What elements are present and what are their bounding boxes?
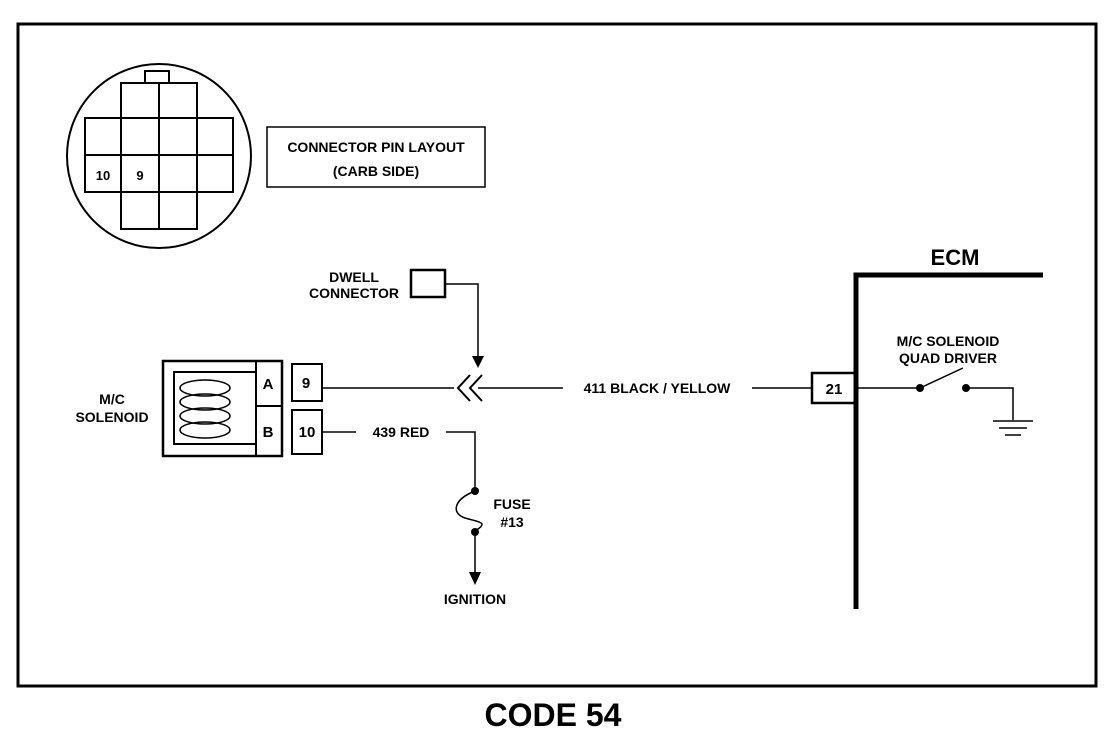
wire-439-label: 439 RED — [373, 424, 430, 440]
wire-411-label: 411 BLACK / YELLOW — [584, 380, 732, 396]
dwell-connector-wire — [445, 283, 479, 358]
solenoid-terminal-b: B — [263, 424, 274, 441]
mc-solenoid: M/C SOLENOID A B — [75, 359, 284, 458]
fuse-label-line1: FUSE — [493, 496, 530, 512]
fuse-13: FUSE #13 IGNITION — [444, 487, 531, 607]
ecm-label: ECM — [931, 245, 980, 270]
ecm-pin-21-label: 21 — [826, 381, 843, 398]
connector-caption-line2: (CARB SIDE) — [333, 163, 419, 179]
harness-pin-10-label: 10 — [299, 424, 316, 441]
solenoid-terminal-a: A — [263, 376, 274, 393]
quad-driver-label-line1: M/C SOLENOID — [897, 333, 1000, 349]
harness-connector: 9 10 — [291, 363, 323, 455]
harness-pin-9-box — [291, 363, 323, 402]
fuse-label-line2: #13 — [500, 514, 524, 530]
connector-caption-line1: CONNECTOR PIN LAYOUT — [287, 139, 465, 155]
solenoid-coil-icon — [179, 379, 231, 439]
solenoid-label-line1: M/C — [99, 391, 125, 407]
solenoid-label-line2: SOLENOID — [75, 409, 148, 425]
diagram-caption: CODE 54 — [485, 697, 622, 733]
connector-key-tab — [144, 70, 170, 84]
connector-outline — [66, 63, 252, 249]
harness-pin-9-label: 9 — [302, 375, 310, 392]
dwell-wire-arrowhead — [472, 356, 484, 368]
ecm-boundary — [853, 272, 1043, 609]
quad-driver-label-line2: QUAD DRIVER — [899, 350, 997, 366]
dwell-connector-box — [409, 268, 447, 299]
wire-411: 411 BLACK / YELLOW — [322, 374, 812, 402]
ecm: ECM 21 M/C SOLENOID QUAD DRIVER — [810, 245, 1043, 609]
connector-caption-box: CONNECTOR PIN LAYOUT (CARB SIDE) — [266, 126, 486, 188]
ground-icon — [993, 420, 1033, 436]
dwell-connector-label-line2: CONNECTOR — [309, 285, 399, 301]
ignition-label: IGNITION — [444, 591, 506, 607]
dwell-connector: DWELL CONNECTOR — [309, 268, 484, 368]
quad-driver-switch-icon — [919, 367, 964, 389]
wire-439: 439 RED — [322, 424, 476, 490]
ignition-arrowhead — [469, 572, 481, 585]
connector-pin-10-label: 10 — [96, 168, 110, 183]
connector-pin-layout: 10 9 — [66, 63, 252, 249]
diagram-frame — [16, 22, 1098, 688]
dwell-connector-label-line1: DWELL — [329, 269, 379, 285]
connector-pin-9-label: 9 — [136, 168, 143, 183]
inline-connector-chevron-icon — [456, 374, 483, 402]
fuse-symbol-icon — [455, 490, 483, 532]
solenoid-body — [161, 359, 284, 458]
